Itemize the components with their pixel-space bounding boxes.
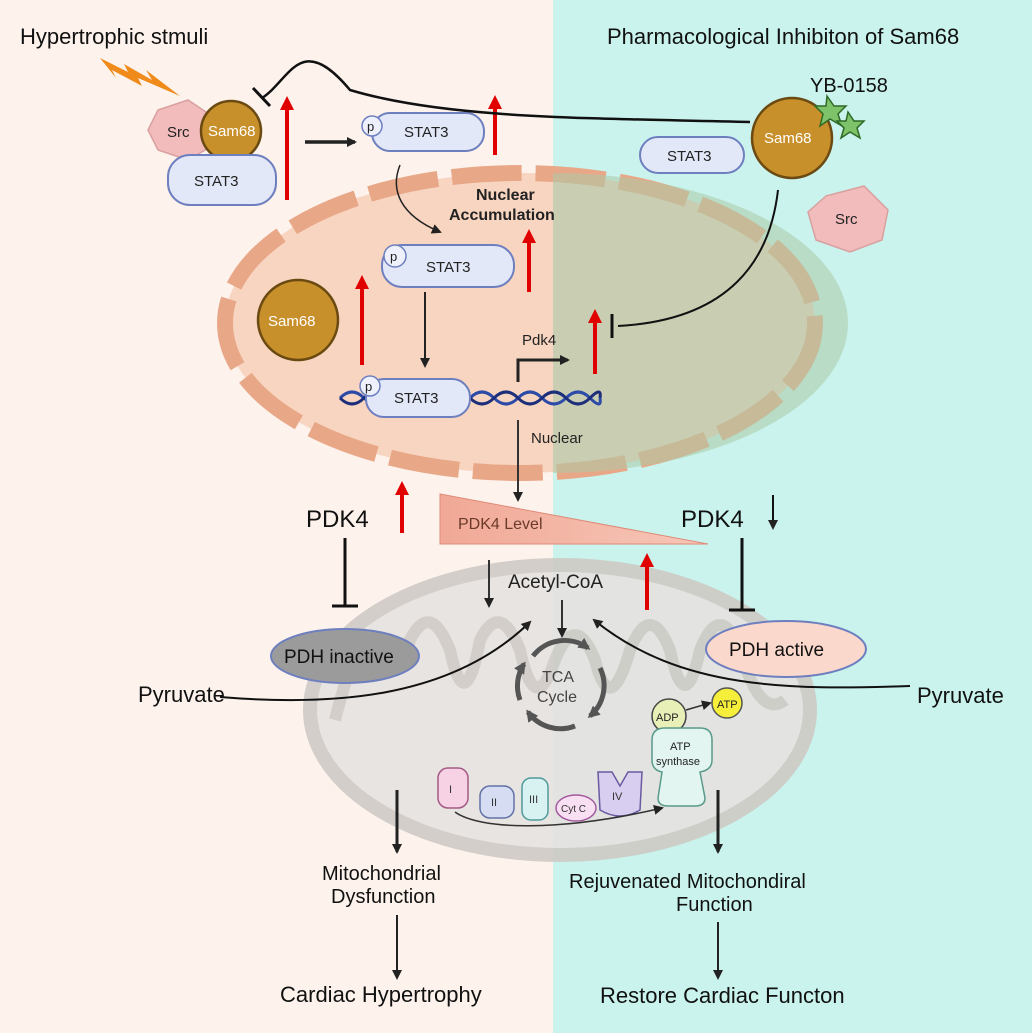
pyruvate-left-label: Pyruvate	[138, 682, 225, 707]
pdk4-right-label: PDK4	[681, 506, 744, 533]
atp-synthase-shape	[651, 727, 713, 807]
nucleus-label: Nuclear	[531, 430, 583, 447]
pstat3-label-cyto: STAT3	[404, 124, 448, 141]
pdh-inactive-label: PDH inactive	[284, 647, 394, 668]
pstat3-label-nucleus: STAT3	[426, 259, 470, 276]
left-panel-title: Hypertrophic stmuli	[20, 24, 208, 49]
atp-label: ATP	[717, 699, 738, 711]
outcome-left-mito-line1: Mitochondrial	[322, 863, 441, 885]
complex-iv-label: IV	[612, 791, 623, 803]
complex-ii-label: II	[491, 797, 497, 809]
pyruvate-right-label: Pyruvate	[917, 683, 1004, 708]
src-shape-right	[807, 185, 889, 253]
phospho-badge-dna	[359, 375, 381, 397]
atp-synthase-label1: ATP	[670, 741, 691, 753]
phospho-label-cyto: p	[367, 119, 374, 134]
arrow-pstat3-into-nucleus	[395, 164, 442, 234]
phospho-badge-nucleus	[383, 244, 407, 268]
cytc-shape	[555, 794, 597, 822]
drug-molecule-1	[813, 93, 848, 128]
inhibition-bar-top	[251, 86, 272, 108]
pdk4-level-label: PDK4 Level	[458, 516, 543, 533]
outcome-left-final: Cardiac Hypertrophy	[280, 982, 482, 1007]
mito-cristae	[329, 616, 789, 722]
pdh-active-label: PDH active	[729, 640, 824, 661]
pstat3-dna	[365, 378, 471, 418]
pdk4-left-label: PDK4	[306, 506, 369, 533]
arrow-adp-to-atp	[685, 700, 712, 711]
nucleus-right-tint	[553, 173, 848, 473]
sam68-label-nucleus: Sam68	[268, 313, 316, 330]
phospho-label-dna: p	[365, 379, 372, 394]
complex-ii	[479, 785, 515, 819]
tca-cycle-arrows	[514, 637, 607, 732]
electron-flow-arrow	[454, 804, 664, 827]
tca-label-line1: TCA	[542, 669, 574, 686]
adp-label: ADP	[656, 712, 679, 724]
sam68-nucleus	[256, 278, 340, 362]
lightning-icon	[100, 58, 180, 96]
phospho-badge-cyto	[361, 115, 383, 137]
outcome-right-mito-line2: Function	[676, 894, 753, 916]
pdh-inactive-shape	[270, 628, 420, 684]
sam68-right	[750, 96, 834, 180]
arrow-pyruvate-right	[592, 618, 911, 689]
pdh-active-shape	[705, 620, 867, 678]
sam68-label-right: Sam68	[764, 130, 812, 147]
acetylcoa-label: Acetyl-CoA	[508, 572, 603, 593]
pstat3-label-dna: STAT3	[394, 390, 438, 407]
sam68-label-left-cyto: Sam68	[208, 123, 256, 140]
drug-molecule-2	[835, 110, 866, 140]
cytc-label: Cyt C	[561, 804, 586, 815]
complex-i	[437, 767, 469, 809]
stat3-right	[639, 136, 745, 174]
pdk4-level-wedge	[439, 493, 709, 545]
drug-label: YB-0158	[810, 75, 888, 97]
stat3-label-right: STAT3	[667, 148, 711, 165]
arrow-pyruvate-left	[219, 620, 532, 702]
tca-label-line2: Cycle	[537, 689, 577, 706]
nuclear-accumulation-line2: Accumulation	[449, 207, 555, 224]
right-panel-title: Pharmacological Inhibiton of Sam68	[607, 24, 959, 49]
pstat3-nucleus	[381, 244, 515, 288]
complex-iii	[521, 777, 549, 821]
src-label-left: Src	[167, 124, 190, 141]
outcome-right-final: Restore Cardiac Functon	[600, 983, 845, 1008]
outcome-right-mito-line1: Rejuvenated Mitochondiral	[569, 871, 806, 893]
inhibition-line-top	[261, 60, 751, 124]
nuclear-accumulation-line1: Nuclear	[476, 187, 535, 204]
pdk4-gene-label: Pdk4	[522, 332, 556, 349]
complex-iii-label: III	[529, 794, 538, 806]
transcription-arrow	[516, 355, 570, 382]
src-label-right: Src	[835, 211, 858, 228]
atp-circle	[711, 687, 743, 719]
complex-i-label: I	[449, 784, 452, 796]
phospho-label-nucleus: p	[390, 249, 397, 264]
atp-synthase-label2: synthase	[656, 756, 700, 768]
stat3-left-cyto	[167, 154, 277, 206]
inhibition-line-pdk4	[617, 189, 779, 327]
stat3-label-left-cyto: STAT3	[194, 173, 238, 190]
outcome-left-mito-line2: Dysfunction	[331, 886, 436, 908]
src-shape-left	[147, 99, 213, 161]
